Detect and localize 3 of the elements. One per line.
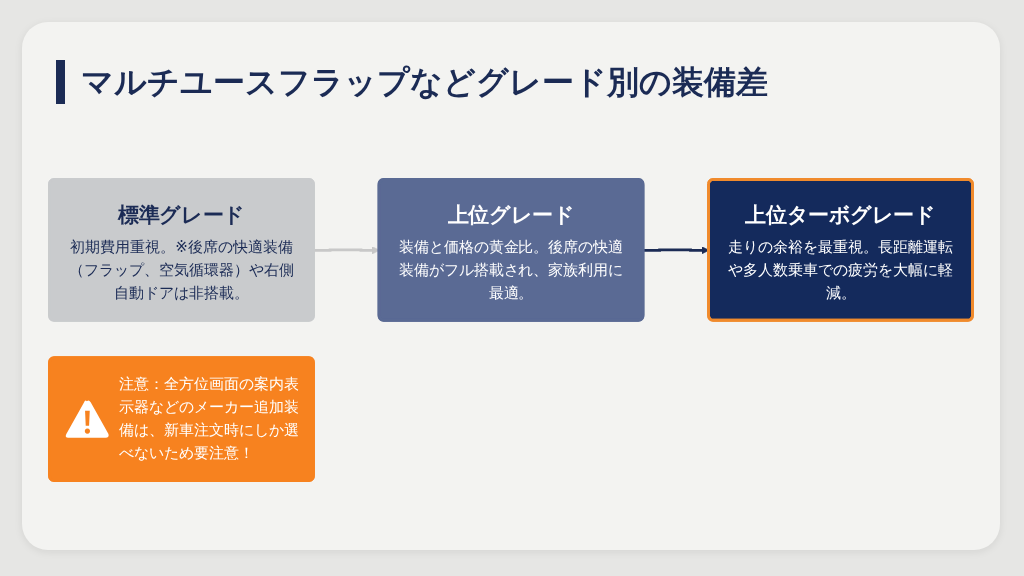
slide-title: マルチユースフラップなどグレード別の装備差 (56, 60, 768, 104)
arrow (313, 246, 380, 255)
card-panel: マルチユースフラップなどグレード別の装備差 標準グレード 初期費用重視。※後席の快適装備（フラップ、空気循環器）や右側自動ドアは非搭載。 上位グレード 装備と価格の黄金比。後席の快適装備がフル搭載され、家族利用に最適。 上位ターボグレード 走りの余裕を最重視。長距離運転や多人数乗車での疲労を大幅に軽減。 注意：全方位画面の案内表示器などのメーカー追加装備は、新車注文時にしか選べないため要注意！ (22, 22, 1000, 550)
